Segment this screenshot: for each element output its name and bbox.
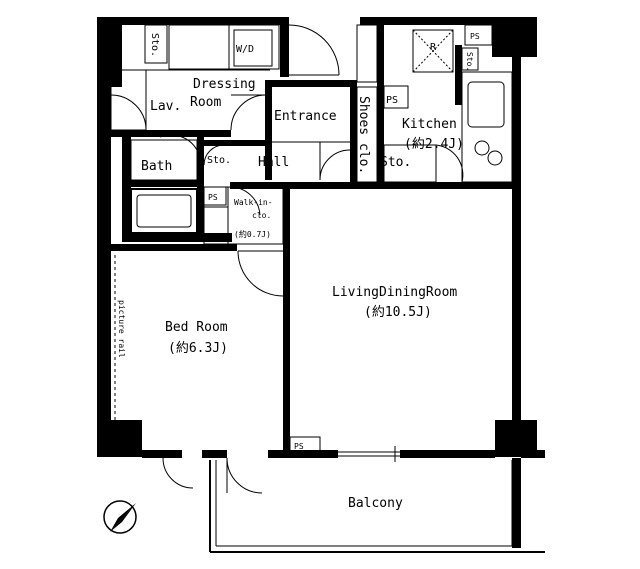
dressing-room-label: Room bbox=[190, 95, 221, 110]
picture-rail-label: picture rail bbox=[117, 300, 126, 358]
labels: Sto. W/D Dressing Room Lav. Entrance Sho… bbox=[117, 32, 480, 511]
wd-label: W/D bbox=[236, 44, 254, 55]
walkin-label: Walk-in- bbox=[234, 198, 273, 207]
walkin-clo-label: clo. bbox=[252, 211, 271, 220]
walls bbox=[97, 17, 545, 458]
living-label: LivingDiningRoom bbox=[332, 285, 457, 300]
sto-top-label: Sto. bbox=[149, 33, 160, 57]
ps-living-label: PS bbox=[294, 442, 304, 451]
sto-kitchen-small-label: Sto. bbox=[465, 52, 474, 71]
hall-label: Hall bbox=[258, 155, 289, 170]
living-area-label: (約10.5J) bbox=[364, 305, 432, 320]
ps-entrance-label: PS bbox=[386, 95, 398, 106]
fridge-label: R bbox=[430, 42, 437, 53]
walkin-area-label: (約0.7J) bbox=[234, 229, 271, 239]
north-arrow-icon bbox=[103, 500, 137, 534]
bath-label: Bath bbox=[141, 159, 172, 174]
dressing-label: Dressing bbox=[193, 77, 256, 92]
shoes-clo-label: Shoes clo. bbox=[356, 96, 371, 174]
kitchen-label: Kitchen bbox=[402, 117, 457, 132]
sto-hall-label: Sto. bbox=[207, 155, 231, 166]
lav-label: Lav. bbox=[150, 99, 181, 114]
doors bbox=[110, 24, 464, 494]
sto-kitchen-label: Sto. bbox=[380, 155, 411, 170]
bedroom-label: Bed Room bbox=[165, 320, 228, 335]
balcony-label: Balcony bbox=[348, 496, 403, 511]
interior-lines bbox=[110, 24, 545, 553]
bedroom-area-label: (約6.3J) bbox=[168, 341, 228, 356]
ps-kitchen-label: PS bbox=[470, 32, 480, 41]
kitchen-area-label: (約2.4J) bbox=[404, 137, 464, 152]
ps-bath-label: PS bbox=[208, 193, 218, 202]
entrance-label: Entrance bbox=[274, 109, 337, 124]
